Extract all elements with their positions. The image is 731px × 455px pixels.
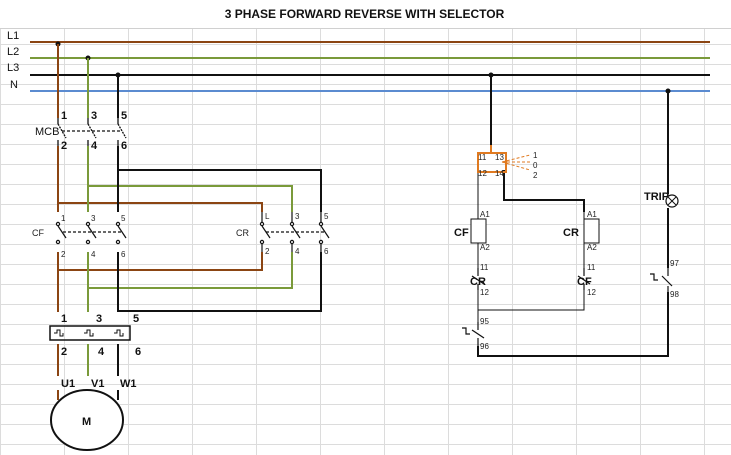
ol-no-contact (650, 268, 673, 292)
selector-contact: 12 (478, 169, 487, 178)
overload-relay (49, 325, 131, 341)
coil-cf: CF A1 A2 (454, 210, 490, 252)
selector-contact: 11 (478, 153, 487, 162)
selector-position: 1 (533, 151, 538, 160)
ol-nc-terminal: 96 (480, 342, 489, 351)
coil-cr-a1: A1 (587, 210, 597, 219)
motor-terminal: W1 (120, 378, 137, 390)
cr-label: CR (236, 228, 249, 238)
selector-position: 0 (533, 161, 538, 170)
power-wiring-l1 (57, 44, 263, 376)
ol-nc-terminal: 95 (480, 317, 489, 326)
interlock-cr-terminal: 12 (480, 288, 489, 297)
interlock-cr-label: CR (470, 276, 486, 288)
diagram-title: 3 PHASE FORWARD REVERSE WITH SELECTOR (224, 7, 505, 21)
interlock-cf-terminal: 12 (587, 288, 596, 297)
interlock-cr-terminal: 11 (480, 263, 489, 272)
trip-lamp (665, 194, 679, 208)
selector-position: 2 (533, 171, 538, 180)
cr-terminal: L (265, 212, 270, 221)
mcb-label: MCB (35, 126, 59, 138)
line-label-l1: L1 (7, 30, 19, 42)
cr-terminal: 5 (324, 212, 329, 221)
cr-terminal: 2 (265, 247, 270, 256)
cf-terminal: 6 (121, 250, 126, 259)
mcb-terminal: 5 (121, 110, 127, 122)
line-label-l2: L2 (7, 46, 19, 58)
title-bar: 3 PHASE FORWARD REVERSE WITH SELECTOR (0, 0, 731, 29)
ol-nc-contact (462, 322, 485, 346)
coil-cr: CR A1 A2 (563, 210, 600, 252)
ol-terminal: 6 (135, 346, 141, 358)
power-wiring-l2 (87, 58, 293, 376)
selector-contact: 13 (495, 153, 504, 162)
coil-cf-label: CF (454, 227, 469, 239)
trip-lamp-label: TRIP (644, 191, 669, 203)
supply-lines (30, 41, 710, 92)
cr-terminal: 4 (295, 247, 300, 256)
ol-terminal: 5 (133, 313, 139, 325)
cf-terminal: 4 (91, 250, 96, 259)
cr-main-contacts (259, 212, 330, 252)
interlock-cf-label: CF (577, 276, 592, 288)
line-label-n: N (10, 79, 18, 91)
coil-cf-a1: A1 (480, 210, 490, 219)
coil-cf-a2: A2 (480, 243, 490, 252)
cr-terminal: 3 (295, 212, 300, 221)
mcb-terminal: 1 (61, 110, 67, 122)
cf-terminal: 1 (61, 214, 66, 223)
motor-terminal: V1 (91, 378, 104, 390)
control-thin-wiring (477, 172, 585, 322)
ol-no-terminal: 98 (670, 290, 679, 299)
cf-label: CF (32, 228, 44, 238)
cf-main-contacts (55, 221, 127, 245)
cf-terminal: 3 (91, 214, 96, 223)
mcb-terminal: 6 (121, 140, 127, 152)
line-label-l3: L3 (7, 62, 19, 74)
coil-cr-label: CR (563, 227, 579, 239)
ol-terminal: 2 (61, 346, 67, 358)
interlock-cf-terminal: 11 (587, 263, 596, 272)
cf-terminal: 2 (61, 250, 66, 259)
junction-dots (55, 41, 671, 94)
cf-terminal: 5 (121, 214, 126, 223)
mcb-terminal: 3 (91, 110, 97, 122)
ol-terminal: 3 (96, 313, 102, 325)
selector-contact: 14 (495, 169, 504, 178)
cr-terminal: 6 (324, 247, 329, 256)
ol-no-terminal: 97 (670, 259, 679, 268)
interlock-cf-contact (577, 268, 591, 290)
interlock-cr-contact (471, 268, 485, 290)
ol-terminal: 1 (61, 313, 67, 325)
mcb-breaker (57, 118, 127, 146)
ol-terminal: 4 (98, 346, 105, 358)
control-wiring (477, 75, 669, 357)
power-wiring-l3 (117, 75, 322, 376)
coil-cr-a2: A2 (587, 243, 597, 252)
selector-switch[interactable]: 11 13 12 14 1 0 2 (477, 151, 538, 180)
mcb-terminal: 2 (61, 140, 67, 152)
mcb-terminal: 4 (91, 140, 98, 152)
motor (50, 389, 124, 451)
motor-terminal: U1 (61, 378, 75, 390)
selector-body (477, 152, 507, 173)
motor-label: M (82, 416, 91, 428)
